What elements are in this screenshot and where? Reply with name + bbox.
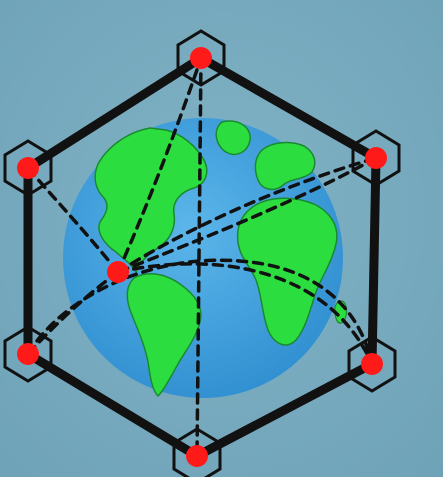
node-dot	[190, 47, 212, 69]
node-dot	[186, 445, 208, 467]
node-dot	[361, 353, 383, 375]
node-dot	[17, 157, 39, 179]
node-dot	[17, 343, 39, 365]
node-dot	[107, 261, 129, 283]
node-hub	[107, 261, 129, 283]
node-dot	[365, 147, 387, 169]
